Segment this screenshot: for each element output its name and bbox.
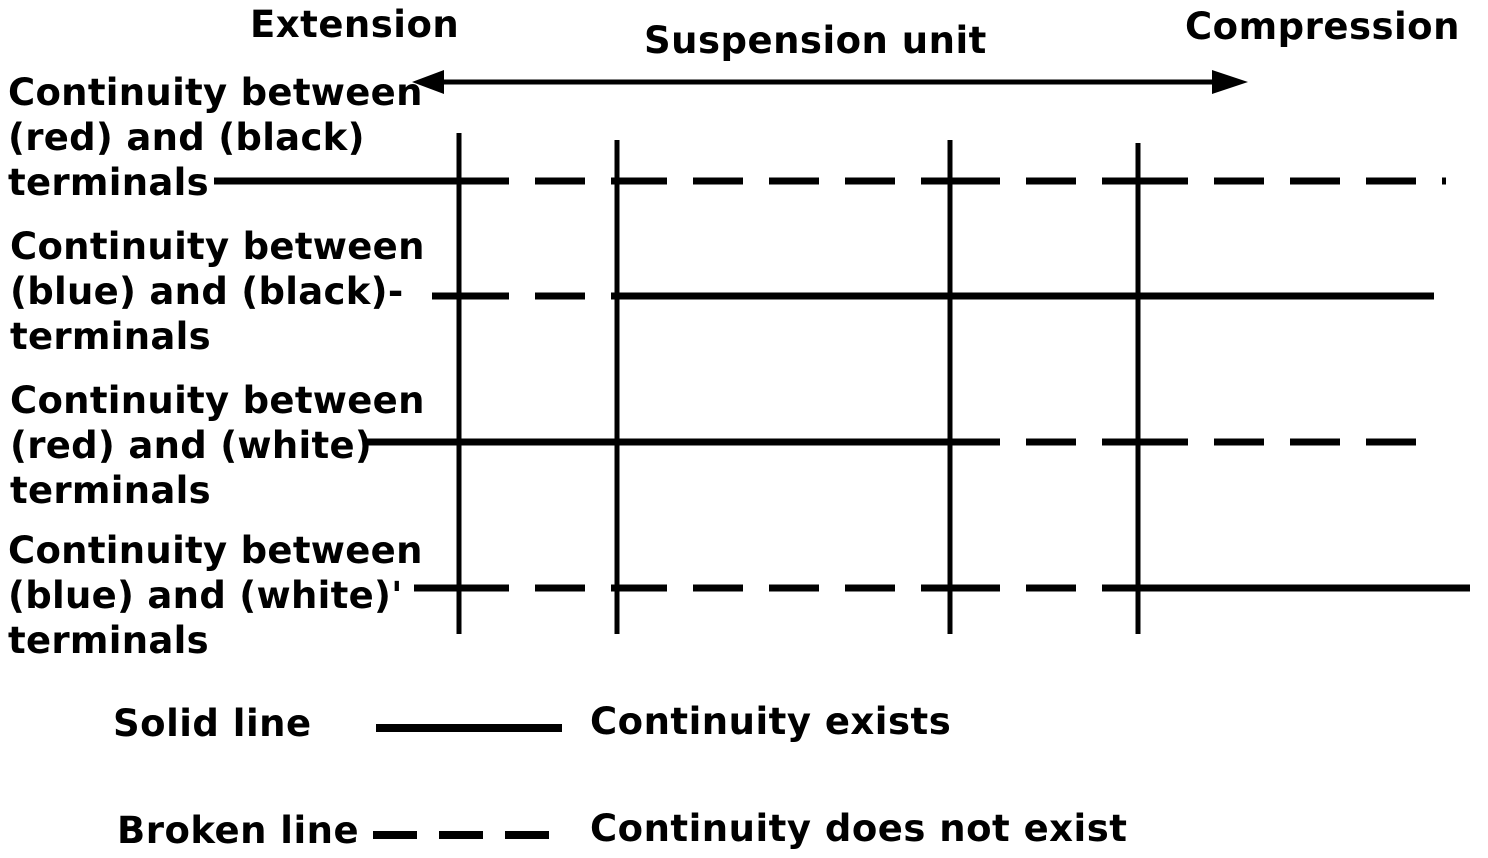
row-label-line: Continuity between: [8, 529, 423, 572]
legend-solid-term: Solid line: [113, 702, 312, 745]
row-label-line: Continuity between: [10, 379, 425, 422]
legend-broken-desc: Continuity does not exist: [590, 807, 1128, 850]
legend-broken-term: Broken line: [117, 809, 360, 852]
row-label-line: terminals: [10, 315, 211, 358]
row-label-line: (blue) and (white)': [8, 574, 403, 617]
compression-label: Compression: [1185, 5, 1460, 48]
row-label-line: Continuity between: [10, 225, 425, 268]
travel-arrow: [412, 70, 1248, 94]
continuity-rows: [214, 177, 1470, 592]
row-label-red-white: Continuity between (red) and (white) ter…: [10, 378, 425, 513]
suspension-unit-label: Suspension unit: [644, 19, 987, 62]
row-label-red-black: Continuity between (red) and (black) ter…: [8, 70, 423, 205]
row-label-line: (red) and (white): [10, 424, 373, 467]
row-label-line: terminals: [8, 161, 209, 204]
vertical-markers: [456, 133, 1141, 634]
row-label-blue-white: Continuity between (blue) and (white)' t…: [8, 528, 423, 663]
arrow-head-left-icon: [412, 70, 444, 94]
arrow-head-right-icon: [1212, 70, 1248, 94]
row-label-line: terminals: [10, 469, 211, 512]
legend-solid-desc: Continuity exists: [590, 700, 952, 743]
row-label-line: Continuity between: [8, 71, 423, 114]
row-label-line: terminals: [8, 619, 209, 662]
row-label-line: (blue) and (black)-: [10, 270, 404, 313]
extension-label: Extension: [250, 3, 460, 46]
row-label-line: (red) and (black): [8, 116, 365, 159]
row-label-blue-black: Continuity between (blue) and (black)- t…: [10, 224, 425, 359]
